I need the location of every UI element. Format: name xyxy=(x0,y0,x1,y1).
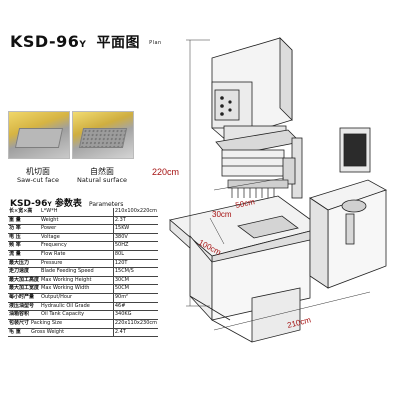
param-value: 46# xyxy=(112,302,158,312)
params-title: KSD-96Y 参数表 Parameters xyxy=(10,196,123,209)
param-value: 90m² xyxy=(112,293,158,303)
param-name-cn: 功 率 xyxy=(8,224,41,234)
param-value: 15KW xyxy=(112,224,158,234)
param-value: 50HZ xyxy=(112,241,158,251)
param-value: 340KG xyxy=(112,310,158,320)
param-value: 2.3T xyxy=(112,216,158,226)
param-name-cn: 每小时产量 xyxy=(8,293,41,303)
param-name-cn: 液压油型号 xyxy=(8,302,41,312)
param-name-cn: 长×宽×高 xyxy=(8,208,41,217)
saw-cut-photo xyxy=(8,111,70,159)
param-name-cn: 流 量 xyxy=(8,250,41,260)
param-name-en: Gross Weight xyxy=(30,328,114,338)
param-name-cn: 最大加工高度 xyxy=(8,276,41,286)
param-name-en: Pressure xyxy=(40,259,114,269)
title-cn: 平面图 xyxy=(96,35,141,51)
param-value: 30CM xyxy=(112,276,158,286)
param-value: 15CM/S xyxy=(112,267,158,277)
param-name-cn: 包装尺寸 xyxy=(8,320,31,329)
photo-caption-cn: 机切面 xyxy=(26,167,50,176)
photo-caption-en: Saw-cut face xyxy=(17,176,59,184)
stone-block-image xyxy=(14,128,64,148)
machine-drawing: 220cm 50cm 30cm 100cm 210cm xyxy=(152,37,387,343)
param-name-cn: 最大压力 xyxy=(8,259,41,269)
params-title-model: KSD-96 xyxy=(10,199,48,209)
param-value: 210x100x220cm xyxy=(112,208,158,217)
param-value: 80L xyxy=(112,250,158,260)
photo-caption-cn: 自然面 xyxy=(90,167,114,176)
param-value: 220x110x230cm xyxy=(112,320,158,329)
machine-column xyxy=(211,37,293,141)
natural-surface-photo xyxy=(72,111,134,159)
title-model-suffix: Y xyxy=(79,40,87,50)
dim-depth-label: 50cm xyxy=(235,197,256,210)
param-name-en: Oil Tank Capacity xyxy=(40,310,114,320)
panel-holes xyxy=(220,96,232,116)
dim-blade-gap-label: 30cm xyxy=(212,210,232,219)
param-name-cn: 毛 重 xyxy=(8,328,31,338)
param-name-en: Max Working Width xyxy=(40,284,114,294)
stone-block-image xyxy=(78,128,128,148)
param-name-en: Blade Feeding Speed xyxy=(40,267,114,277)
hydraulic-power-unit xyxy=(309,127,387,289)
param-value: 380V xyxy=(112,233,158,243)
param-name-en: Power xyxy=(40,224,114,234)
param-name-cn: 频 率 xyxy=(8,241,41,251)
param-name-en: Max Working Height xyxy=(40,276,114,286)
title-en: Plan xyxy=(149,39,162,46)
params-title-suffix: Y xyxy=(47,201,52,208)
dimension-lines xyxy=(186,39,371,331)
param-name-en: Packing Size xyxy=(30,320,114,329)
cutting-blade-teeth xyxy=(227,179,289,198)
param-value: 120T xyxy=(112,259,158,269)
params-title-cn: 参数表 xyxy=(54,199,82,209)
page-title: KSD-96Y 平面图 Plan xyxy=(10,32,162,52)
param-name-en: Output/Hour xyxy=(40,293,114,303)
photo-caption-en: Natural surface xyxy=(76,176,128,184)
param-name-cn: 重 量 xyxy=(8,216,41,226)
param-name-en: Hydraulic Oil Grade xyxy=(40,302,114,312)
param-name-en: L*W*H xyxy=(40,208,114,217)
param-value: 2.4T xyxy=(112,328,158,338)
params-title-en: Parameters xyxy=(89,201,124,208)
param-name-cn: 最大加工宽度 xyxy=(8,284,41,294)
param-name-cn: 电 压 xyxy=(8,233,41,243)
title-model: KSD-96 xyxy=(10,32,80,51)
dim-height-label: 220cm xyxy=(152,167,179,177)
param-value: 50CM xyxy=(112,284,158,294)
param-name-cn: 走刀速度 xyxy=(8,267,41,277)
param-name-en: Frequency xyxy=(40,241,114,251)
param-name-en: Flow Rate xyxy=(40,250,114,260)
hydraulic-head xyxy=(215,125,303,199)
param-name-cn: 油箱容积 xyxy=(8,310,41,320)
param-name-en: Voltage xyxy=(40,233,114,243)
param-name-en: Weight xyxy=(40,216,114,226)
